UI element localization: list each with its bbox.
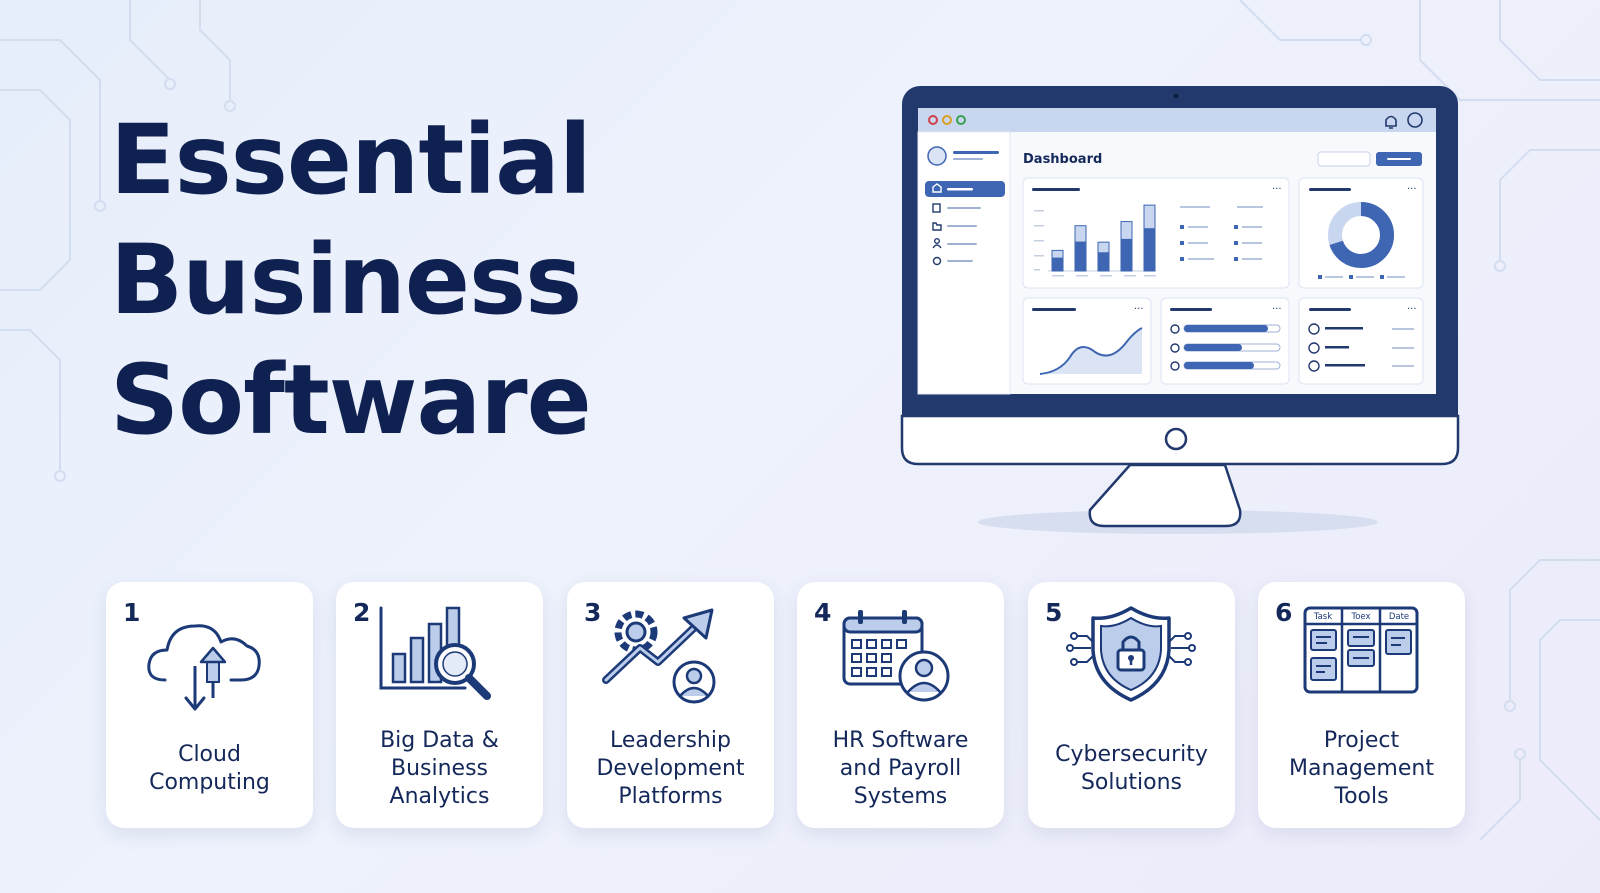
card-label: HR Software and Payroll Systems — [832, 728, 969, 809]
shield-lock-icon — [1066, 606, 1196, 702]
bar-chart-panel — [1022, 177, 1290, 289]
window-maximize-icon — [956, 115, 966, 125]
bar-chart-legend — [1180, 206, 1263, 261]
card-number: 2 — [353, 598, 371, 627]
calendar-person-icon — [842, 610, 950, 702]
monitor-stand — [1088, 463, 1242, 528]
donut-chart-arc — [1328, 202, 1394, 268]
bell-icon — [1385, 115, 1397, 129]
card-label: Cloud Computing — [149, 742, 270, 795]
svg-text:···: ··· — [1272, 304, 1282, 315]
card-number: 5 — [1045, 598, 1063, 627]
gear-trend-arrow-person-icon — [602, 608, 716, 704]
svg-text:···: ··· — [1272, 184, 1282, 195]
title-line-1: Essential — [110, 104, 592, 216]
card-number: 6 — [1275, 598, 1293, 627]
donut-chart-panel — [1298, 177, 1424, 289]
kanban-board-icon: Task Toex Date — [1303, 606, 1419, 694]
webcam — [1173, 93, 1179, 99]
bar-2-fill — [1075, 241, 1086, 271]
window-minimize-icon — [942, 115, 952, 125]
bar-5-fill — [1144, 228, 1155, 271]
dashboard-secondary-button — [1317, 151, 1371, 167]
board-column-date: Date — [1389, 612, 1409, 622]
card-label: Leadership Development Platforms — [596, 728, 745, 809]
card-leadership-development: 3 Leadership Development Platforms — [567, 582, 774, 828]
bar-3-fill — [1098, 252, 1109, 271]
folder-icon — [932, 222, 942, 231]
card-label: Big Data & Business Analytics — [380, 728, 499, 809]
list-panel — [1298, 297, 1424, 385]
document-icon — [932, 203, 941, 213]
card-number: 3 — [584, 598, 602, 627]
line-chart-area — [1040, 328, 1142, 374]
dashboard-bar-chart — [1051, 204, 1156, 272]
svg-text:···: ··· — [1407, 304, 1417, 315]
board-column-task: Task — [1313, 612, 1332, 622]
card-number: 4 — [814, 598, 832, 627]
profile-icon — [1407, 112, 1423, 128]
card-cybersecurity: 5 Cybersecurity Solutions — [1028, 582, 1235, 828]
bar-4-fill — [1121, 238, 1132, 271]
card-label: Project Management Tools — [1289, 728, 1434, 809]
card-label: Cybersecurity Solutions — [1055, 742, 1208, 795]
window-close-icon — [928, 115, 938, 125]
software-cards: 1 Cloud Computing 2 Big Data & Business … — [106, 582, 1496, 828]
bar-chart-magnifier-icon — [379, 606, 491, 700]
card-project-management: 6 Task Toex Date Project Manage — [1258, 582, 1465, 828]
svg-text:···: ··· — [1407, 184, 1417, 195]
sidebar-avatar — [927, 146, 947, 166]
window-titlebar — [918, 108, 1436, 132]
page-title: Essential Business Software — [110, 100, 592, 460]
title-line-3: Software — [110, 344, 592, 456]
dashboard-sidebar — [917, 131, 1011, 395]
settings-icon — [932, 256, 942, 266]
title-line-2: Business — [110, 224, 582, 336]
card-hr-payroll: 4 HR Software and Payroll Systems — [797, 582, 1004, 828]
dashboard-heading: Dashboard — [1023, 152, 1102, 167]
cloud-upload-download-icon — [147, 624, 261, 711]
bar-1-fill — [1052, 257, 1063, 271]
svg-text:···: ··· — [1134, 304, 1144, 315]
board-column-toex: Toex — [1350, 612, 1370, 622]
monitor-illustration: Dashboard ··· ··· ··· ··· ··· — [900, 86, 1460, 534]
line-chart-line — [1039, 327, 1143, 375]
card-number: 1 — [123, 598, 141, 627]
home-icon — [932, 183, 942, 193]
card-cloud-computing: 1 Cloud Computing — [106, 582, 313, 828]
power-button — [1164, 427, 1188, 451]
users-icon — [932, 237, 942, 249]
donut-legend — [1318, 275, 1405, 279]
card-big-data-analytics: 2 Big Data & Business Analytics — [336, 582, 543, 828]
